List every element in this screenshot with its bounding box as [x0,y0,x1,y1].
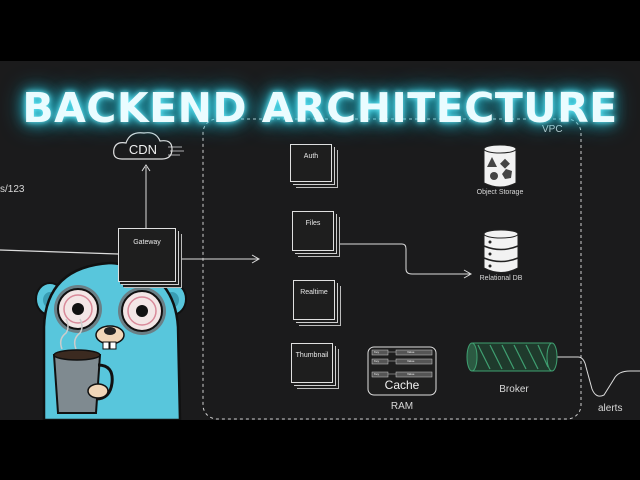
service-node-realtime[interactable]: Realtime [293,280,335,320]
service-label: Files [305,220,321,227]
diagram-lines [0,118,640,420]
database-icon [483,229,519,273]
gateway-services-arrowhead [251,254,261,264]
relational-db-label: Relational DB [479,275,523,282]
service-label: Realtime [300,289,328,296]
cache-value: Value [407,372,415,376]
cache-key-value-rows: Key Value Key Value Key Value [371,349,435,379]
incoming-request-line [0,249,119,255]
page-title: BACKEND ARCHITECTURE [22,84,618,132]
files-db-connector [340,243,470,275]
broker-queue-icon [466,342,558,372]
cache-value: Value [407,359,415,363]
object-storage-label: Object Storage [476,189,524,196]
cache-label: Cache [384,378,420,392]
cache-key: Key [374,372,380,376]
service-label: Thumbnail [295,352,329,359]
service-label: Auth [303,153,319,160]
broker-label: Broker [499,384,529,395]
cache-value: Value [407,350,415,354]
cdn-label: CDN [128,142,158,157]
service-node-auth[interactable]: Auth [290,144,332,182]
service-node-thumbnail[interactable]: Thumbnail [291,343,333,383]
broker-alerts-connector [556,356,640,397]
alerts-label: alerts [598,403,623,414]
vpc-boundary [202,118,582,420]
gateway-label: Gateway [133,239,161,246]
coffee-mug-icon [52,318,114,414]
vpc-label: VPC [542,124,563,135]
diagram-canvas: VPC s/123 CDN Gateway Auth Files Realtim… [0,61,640,420]
cache-key: Key [374,350,380,354]
service-node-files[interactable]: Files [292,211,334,251]
cache-key: Key [374,359,380,363]
gateway-cdn-arrowhead [141,164,151,172]
cloud-icon [113,132,184,160]
files-db-arrowhead [463,269,473,279]
cache-box [367,346,437,396]
gateway-node[interactable]: Gateway [118,228,176,282]
request-path-fragment: s/123 [0,184,25,195]
ram-label: RAM [390,401,414,412]
object-storage-icon [483,144,517,188]
